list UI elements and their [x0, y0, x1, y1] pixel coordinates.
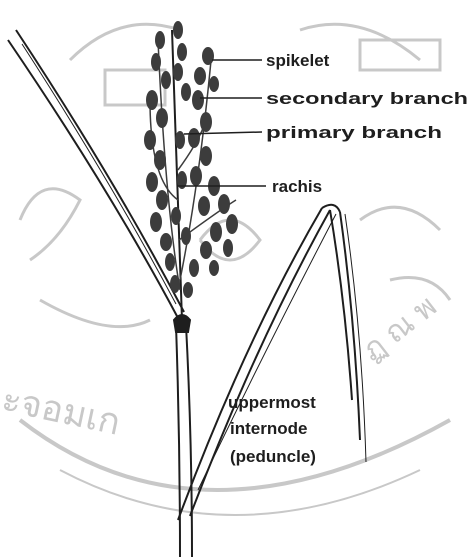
label-internode-line3: (peduncle)	[230, 447, 316, 466]
label-rachis: rachis	[272, 177, 322, 196]
stem-peduncle	[174, 315, 192, 557]
label-secondary-branch: secondary branch	[266, 89, 468, 108]
label-internode-line2: internode	[230, 419, 307, 438]
leader-lines	[178, 60, 266, 186]
label-internode-line1: uppermost	[228, 393, 316, 412]
label-primary-branch: primary branch	[266, 123, 442, 142]
spikelet-cluster	[144, 21, 238, 298]
watermark-text-left: ะจอมเก	[0, 378, 124, 443]
left-leaf	[8, 30, 184, 318]
label-spikelet: spikelet	[266, 51, 330, 70]
watermark-text-right: ฏ ณ พ	[356, 290, 443, 368]
